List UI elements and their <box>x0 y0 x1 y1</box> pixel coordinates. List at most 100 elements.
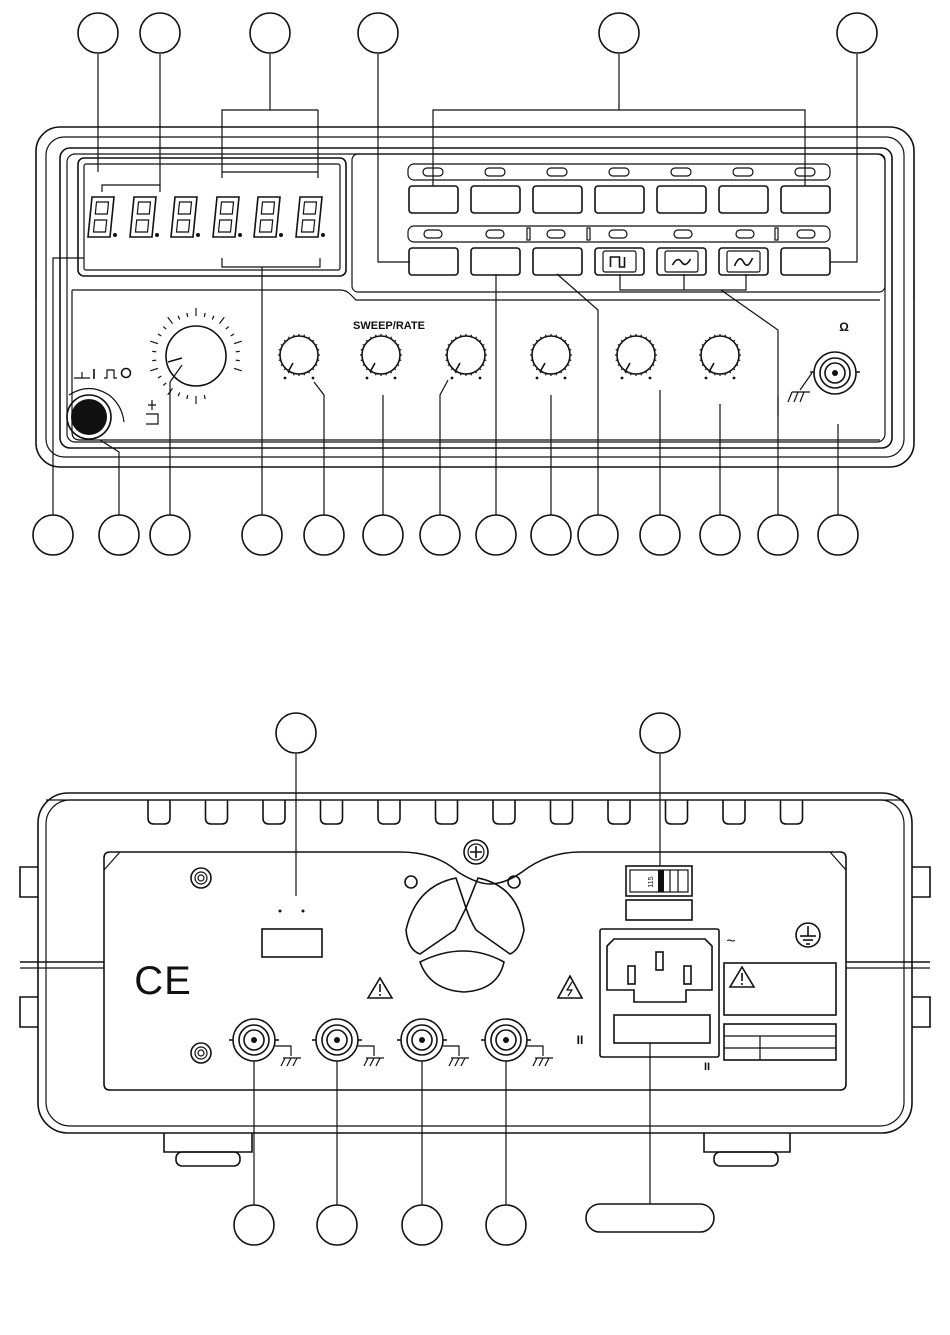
category-label: II <box>577 1033 584 1047</box>
rear-bnc[interactable] <box>229 1019 301 1066</box>
knob-indicator <box>288 363 293 372</box>
sine-wave-icon <box>735 258 753 266</box>
rear-bnc[interactable] <box>312 1019 384 1066</box>
callout-circle <box>317 1205 357 1245</box>
callout-circle <box>837 13 877 53</box>
output-impedance-label: Ω <box>839 320 849 334</box>
knob-indicator <box>455 363 460 372</box>
callout-circle <box>402 1205 442 1245</box>
square-wave-icon <box>611 257 625 267</box>
mode-button[interactable] <box>409 248 458 275</box>
rear-plate <box>104 852 846 1090</box>
display-digit: 8 <box>296 197 325 237</box>
display-digit: 8 <box>254 197 283 237</box>
rating-label-plate <box>724 1024 836 1060</box>
callout-circle <box>476 515 516 555</box>
knob-indicator <box>370 363 375 372</box>
function-button[interactable] <box>719 186 768 213</box>
category-label-2: II <box>704 1061 710 1073</box>
frequency-knob[interactable] <box>150 308 241 404</box>
led-strip-bottom <box>408 226 830 242</box>
power-switch[interactable] <box>67 389 124 440</box>
function-button[interactable] <box>533 186 582 213</box>
callout-circle <box>234 1205 274 1245</box>
voltage-selector[interactable]: 115 <box>626 866 692 920</box>
shock-warning-icon <box>558 976 582 998</box>
control-knob[interactable] <box>615 334 657 379</box>
knob-indicator <box>625 363 630 372</box>
knob-indicator <box>540 363 545 372</box>
protective-earth-icon <box>796 923 820 947</box>
mode-button[interactable] <box>471 248 520 275</box>
function-button[interactable] <box>781 186 830 213</box>
callout-circle <box>242 515 282 555</box>
digit-value: 8 <box>224 228 225 230</box>
rear-panel: CE II 115 II <box>20 754 930 1232</box>
led-strip-top <box>408 164 830 180</box>
callout-circle <box>99 515 139 555</box>
function-button[interactable] <box>595 186 644 213</box>
digit-value: 8 <box>307 228 308 230</box>
fan-grille <box>406 878 524 992</box>
status-led <box>671 168 691 176</box>
function-button[interactable] <box>471 186 520 213</box>
function-button[interactable] <box>409 186 458 213</box>
ac-symbol: ~ <box>726 933 735 950</box>
knob-body[interactable] <box>166 326 226 386</box>
callout-circle <box>818 515 858 555</box>
callout-circle <box>640 713 680 753</box>
main-output-bnc[interactable]: Ω <box>788 320 860 402</box>
button-bank: ⊓∼∿ <box>409 168 830 275</box>
control-knobs <box>278 334 741 379</box>
callout-circle <box>358 13 398 53</box>
power-button[interactable] <box>71 399 107 435</box>
voltage-value: 115 <box>648 876 655 887</box>
front-inner-housing <box>46 137 904 457</box>
callout-circle <box>140 13 180 53</box>
callout-circle <box>758 515 798 555</box>
callout-circle <box>486 1205 526 1245</box>
control-knob[interactable] <box>360 334 402 379</box>
control-knob[interactable] <box>530 334 572 379</box>
display-bezel <box>78 158 346 276</box>
control-knob[interactable] <box>445 334 487 379</box>
ac-power-inlet[interactable]: II ~ <box>600 929 736 1073</box>
status-led <box>547 230 565 238</box>
knob-indicator <box>709 363 714 372</box>
rear-leader-lines <box>296 754 660 1204</box>
control-knob[interactable] <box>278 334 320 379</box>
display-digit: 8 <box>88 197 117 237</box>
digit-value: 8 <box>265 228 266 230</box>
label-warning-icon <box>730 967 754 987</box>
status-led <box>547 168 567 176</box>
status-led <box>609 168 629 176</box>
mode-button[interactable] <box>781 248 830 275</box>
digit-value: 8 <box>141 228 142 230</box>
control-knob[interactable] <box>699 334 741 379</box>
status-led <box>797 230 815 238</box>
warning-label-plate <box>724 963 836 1015</box>
callout-circle <box>276 713 316 753</box>
rear-feet <box>164 1133 790 1166</box>
callout-circle <box>304 515 344 555</box>
callout-circle <box>578 515 618 555</box>
status-led <box>424 230 442 238</box>
rear-bnc[interactable] <box>397 1019 469 1066</box>
ground-icon <box>788 373 812 402</box>
warning-icon <box>368 978 392 998</box>
fuse-drawer[interactable] <box>614 1015 710 1043</box>
callout-circle <box>531 515 571 555</box>
callout-circle <box>599 13 639 53</box>
status-led <box>486 230 504 238</box>
status-led <box>609 230 627 238</box>
cooling-fins <box>46 800 904 824</box>
function-button[interactable] <box>657 186 706 213</box>
callout-circle <box>250 13 290 53</box>
rear-bnc[interactable] <box>481 1019 553 1066</box>
mode-button[interactable] <box>533 248 582 275</box>
ground-icon <box>443 1046 469 1066</box>
